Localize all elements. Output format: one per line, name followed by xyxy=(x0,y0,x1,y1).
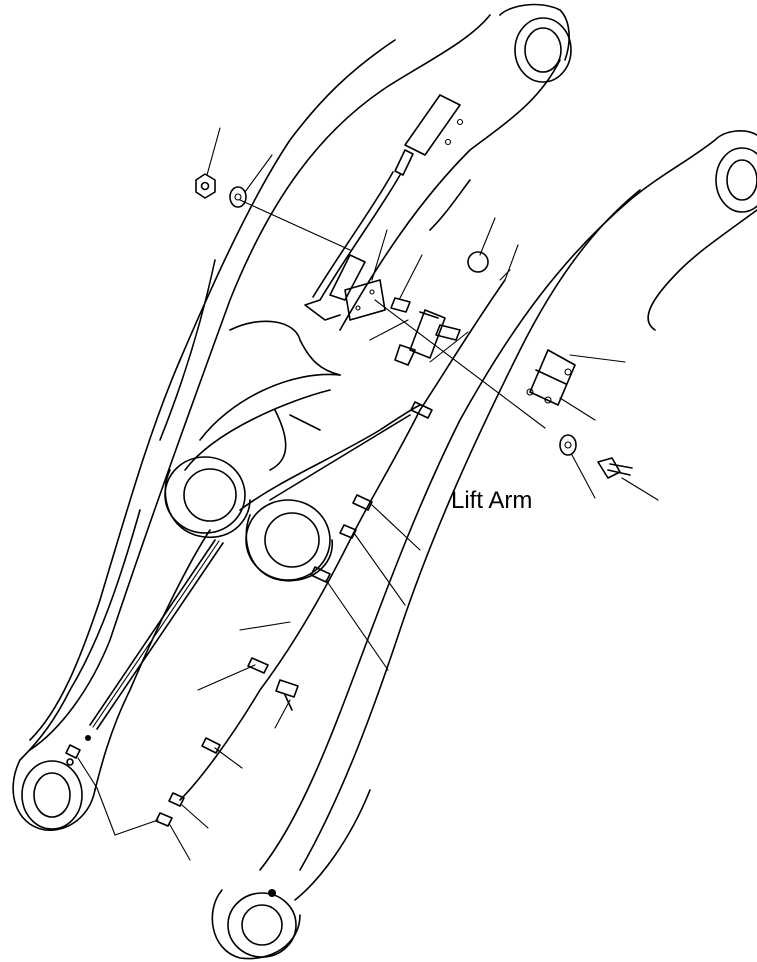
nut-icon xyxy=(195,173,216,199)
switch-bracket-assembly xyxy=(304,94,464,321)
arm-rod xyxy=(89,539,224,730)
washer-icon xyxy=(559,434,577,456)
cable-clips xyxy=(65,401,433,827)
right-arm-switch-block xyxy=(526,349,576,406)
cross-tube xyxy=(164,320,421,582)
washer-icon xyxy=(229,186,247,208)
grommet-icon xyxy=(467,251,489,273)
fasteners xyxy=(195,173,633,479)
diagram-caption: Lift Arm xyxy=(451,487,532,514)
left-lift-arm xyxy=(12,3,572,831)
proximity-switch xyxy=(390,297,461,366)
leader-lines xyxy=(77,127,659,861)
bolt-icon xyxy=(597,457,621,479)
right-lift-arm xyxy=(211,130,757,960)
